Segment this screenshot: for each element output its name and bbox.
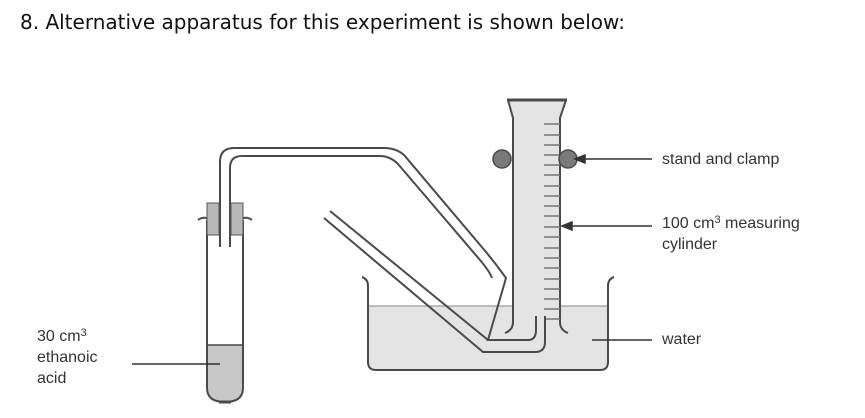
question-text: 8. Alternative apparatus for this experi… <box>20 10 625 34</box>
label-ethanoic-acid: 30 cm3 ethanoic acid <box>37 327 98 387</box>
label-stand-and-clamp: stand and clamp <box>662 151 780 168</box>
test-tube <box>197 216 253 404</box>
delivery-tube <box>219 147 546 353</box>
label-water: water <box>662 331 702 348</box>
water-trough <box>361 276 615 371</box>
label-measuring-cylinder: 100 cm3 measuring cylinder <box>662 214 800 253</box>
measuring-cylinder <box>504 98 569 334</box>
stopper <box>206 202 244 236</box>
graduation-marks <box>544 123 560 320</box>
label-leaders <box>132 153 652 365</box>
